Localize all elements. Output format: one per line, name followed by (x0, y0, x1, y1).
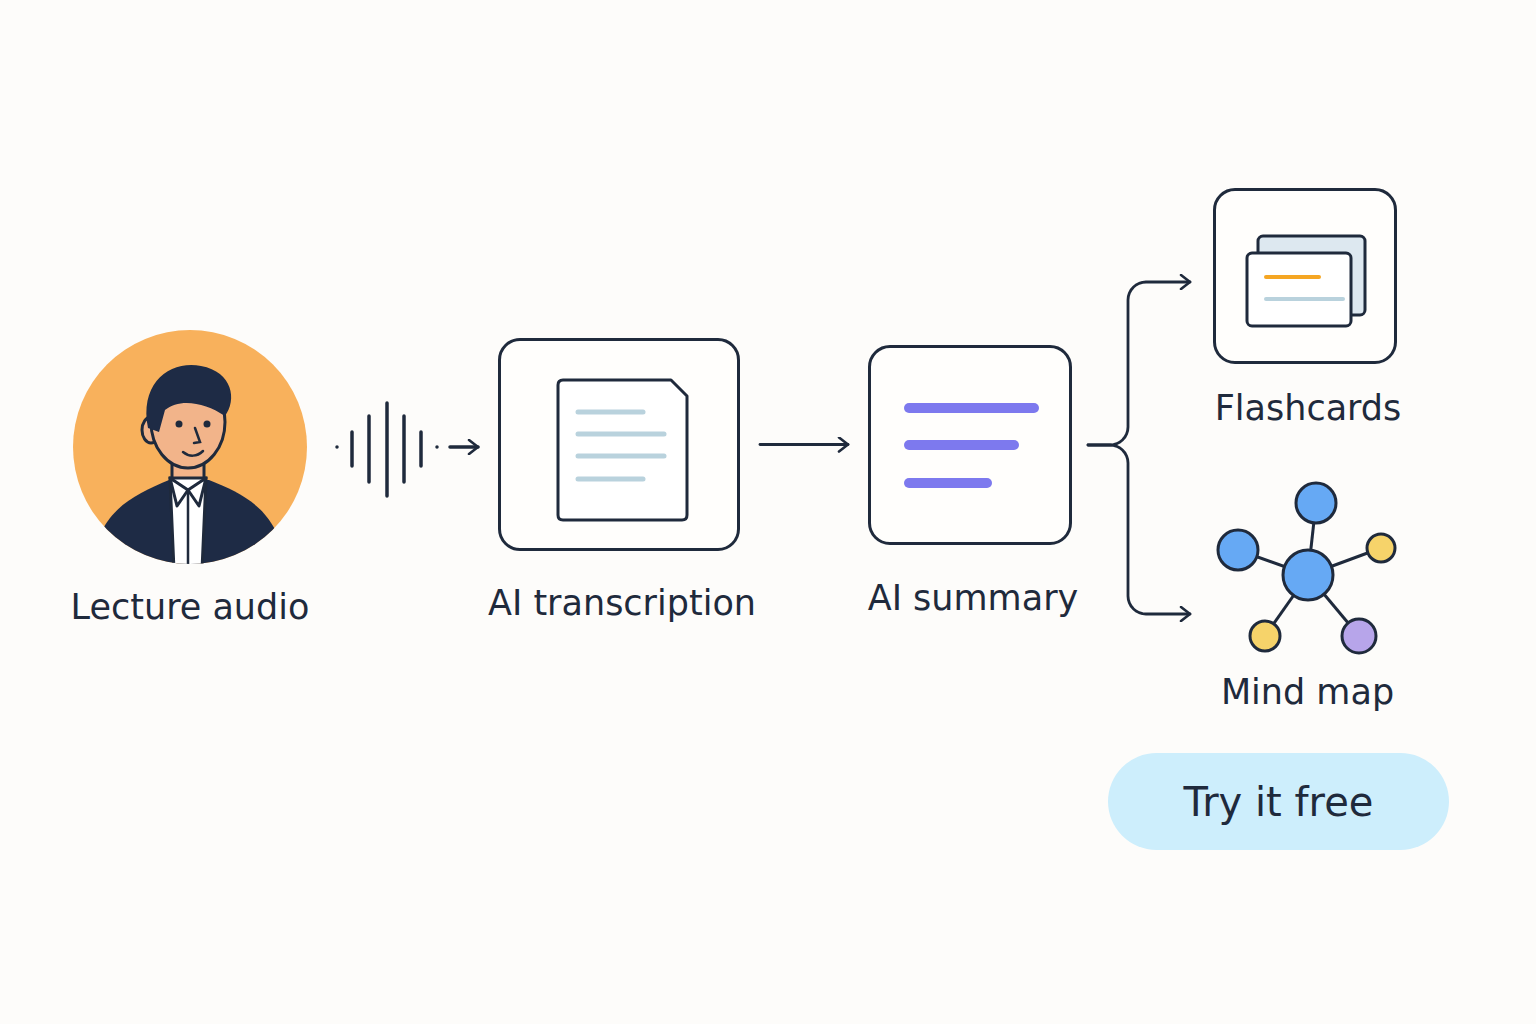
map-center (1283, 550, 1333, 600)
wave-bar (350, 432, 354, 466)
text-line (578, 432, 664, 437)
flow-connector (1088, 282, 1190, 445)
nose (194, 428, 200, 443)
eye (204, 421, 211, 428)
process-box: AI transcription (498, 338, 740, 551)
cta-button: Try it free (1108, 753, 1449, 850)
document-page (558, 380, 687, 520)
card-line (1266, 275, 1319, 279)
speaker-illustration (73, 330, 307, 564)
shirt-seam (187, 492, 190, 570)
map-leaf (1342, 619, 1376, 653)
summary-icon (871, 348, 1075, 548)
flow-connector (760, 443, 848, 446)
text-line (578, 410, 643, 415)
summary-line (909, 478, 987, 488)
mind-map-icon (1200, 470, 1415, 670)
suit (91, 480, 287, 570)
map-leaf (1250, 621, 1280, 651)
wave-bar (385, 403, 389, 496)
text-line (578, 477, 643, 482)
button-label: Try it free (988, 778, 1536, 826)
map-leaf (1367, 534, 1395, 562)
mouth (183, 451, 203, 456)
node-label: Flashcards (1096, 386, 1520, 430)
front-card (1247, 253, 1351, 326)
node-label: Mind map (1080, 670, 1535, 714)
map-leaf (1296, 483, 1336, 523)
wave-bar (419, 432, 423, 466)
summary-line (909, 403, 1034, 413)
wave-bar (367, 416, 371, 482)
node-label: Lecture audio (0, 585, 427, 629)
shirt (170, 478, 206, 570)
edge-group (337, 282, 1190, 614)
document-icon (501, 341, 743, 554)
output-box: Flashcards (1213, 188, 1397, 364)
card-line (1266, 297, 1343, 301)
process-box: AI summary (868, 345, 1072, 545)
flashcard-icon (1216, 191, 1400, 367)
text-line (578, 454, 664, 459)
eye (176, 421, 183, 428)
flow-connector (1088, 445, 1190, 614)
flow-connector (337, 445, 478, 449)
hair (146, 365, 231, 432)
summary-line (909, 440, 1014, 450)
wave-bar (402, 416, 406, 482)
node-label: AI transcription (381, 581, 863, 625)
map-leaf (1218, 530, 1258, 570)
sound-wave (352, 403, 421, 496)
output-graphic: Mind map (1200, 470, 1415, 715)
source-circle: Lecture audio (73, 330, 307, 564)
node-label: AI summary (751, 576, 1195, 620)
